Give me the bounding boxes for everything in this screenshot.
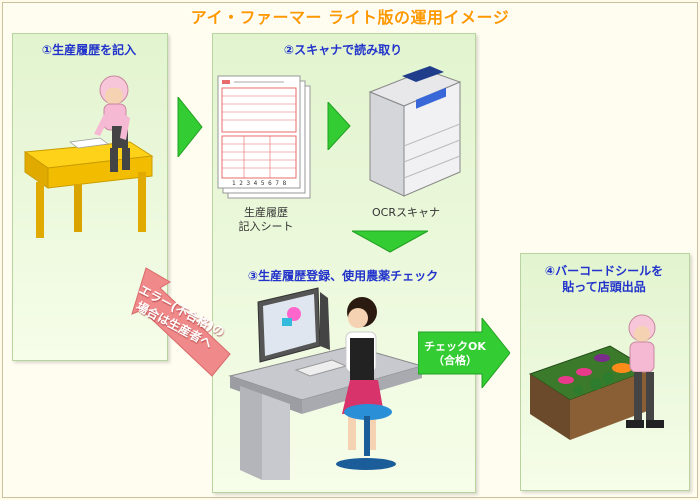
step1-label: ①生産履歴を記入 (41, 43, 137, 57)
ok-label-line2: （合格） (433, 354, 477, 367)
arrow-to-scanner-stage (177, 97, 203, 157)
step4-label: ④バーコードシールを 貼って店頭出品 (520, 263, 688, 295)
sheet-number-row: 1 2 3 4 5 6 7 8 (232, 180, 287, 187)
ok-arrow-label: チェックOK （合格） (418, 340, 492, 368)
ocr-scanner-illustration (368, 66, 462, 197)
sheet-caption-line1: 生産履歴 (244, 206, 288, 219)
arrow-to-scanner (327, 102, 351, 150)
store-display-illustration (528, 314, 664, 440)
step3-label: ③生産履歴登録、使用農薬チェック (247, 269, 439, 283)
step4-label-line2: 貼って店頭出品 (562, 280, 646, 294)
sheet-caption-line2: 記入シート (238, 220, 294, 233)
step2-label: ②スキャナで読み取り (283, 43, 403, 57)
pc-operator-illustration (228, 287, 424, 480)
scanner-caption: OCRスキャナ (372, 206, 440, 219)
step4-label-line1: ④バーコードシールを (544, 264, 664, 278)
error-return-arrow (131, 267, 231, 377)
history-sheet-illustration: 1 2 3 4 5 6 7 8 (217, 75, 311, 199)
diagram-title: アイ・ファーマー ライト版の運用イメージ (190, 8, 510, 27)
ok-label-line1: チェックOK (424, 340, 486, 353)
ok-arrow (418, 318, 510, 388)
arrow-to-registration (352, 230, 428, 253)
farmer-writing-illustration (23, 75, 154, 238)
sheet-caption: 生産履歴 記入シート (226, 206, 306, 234)
